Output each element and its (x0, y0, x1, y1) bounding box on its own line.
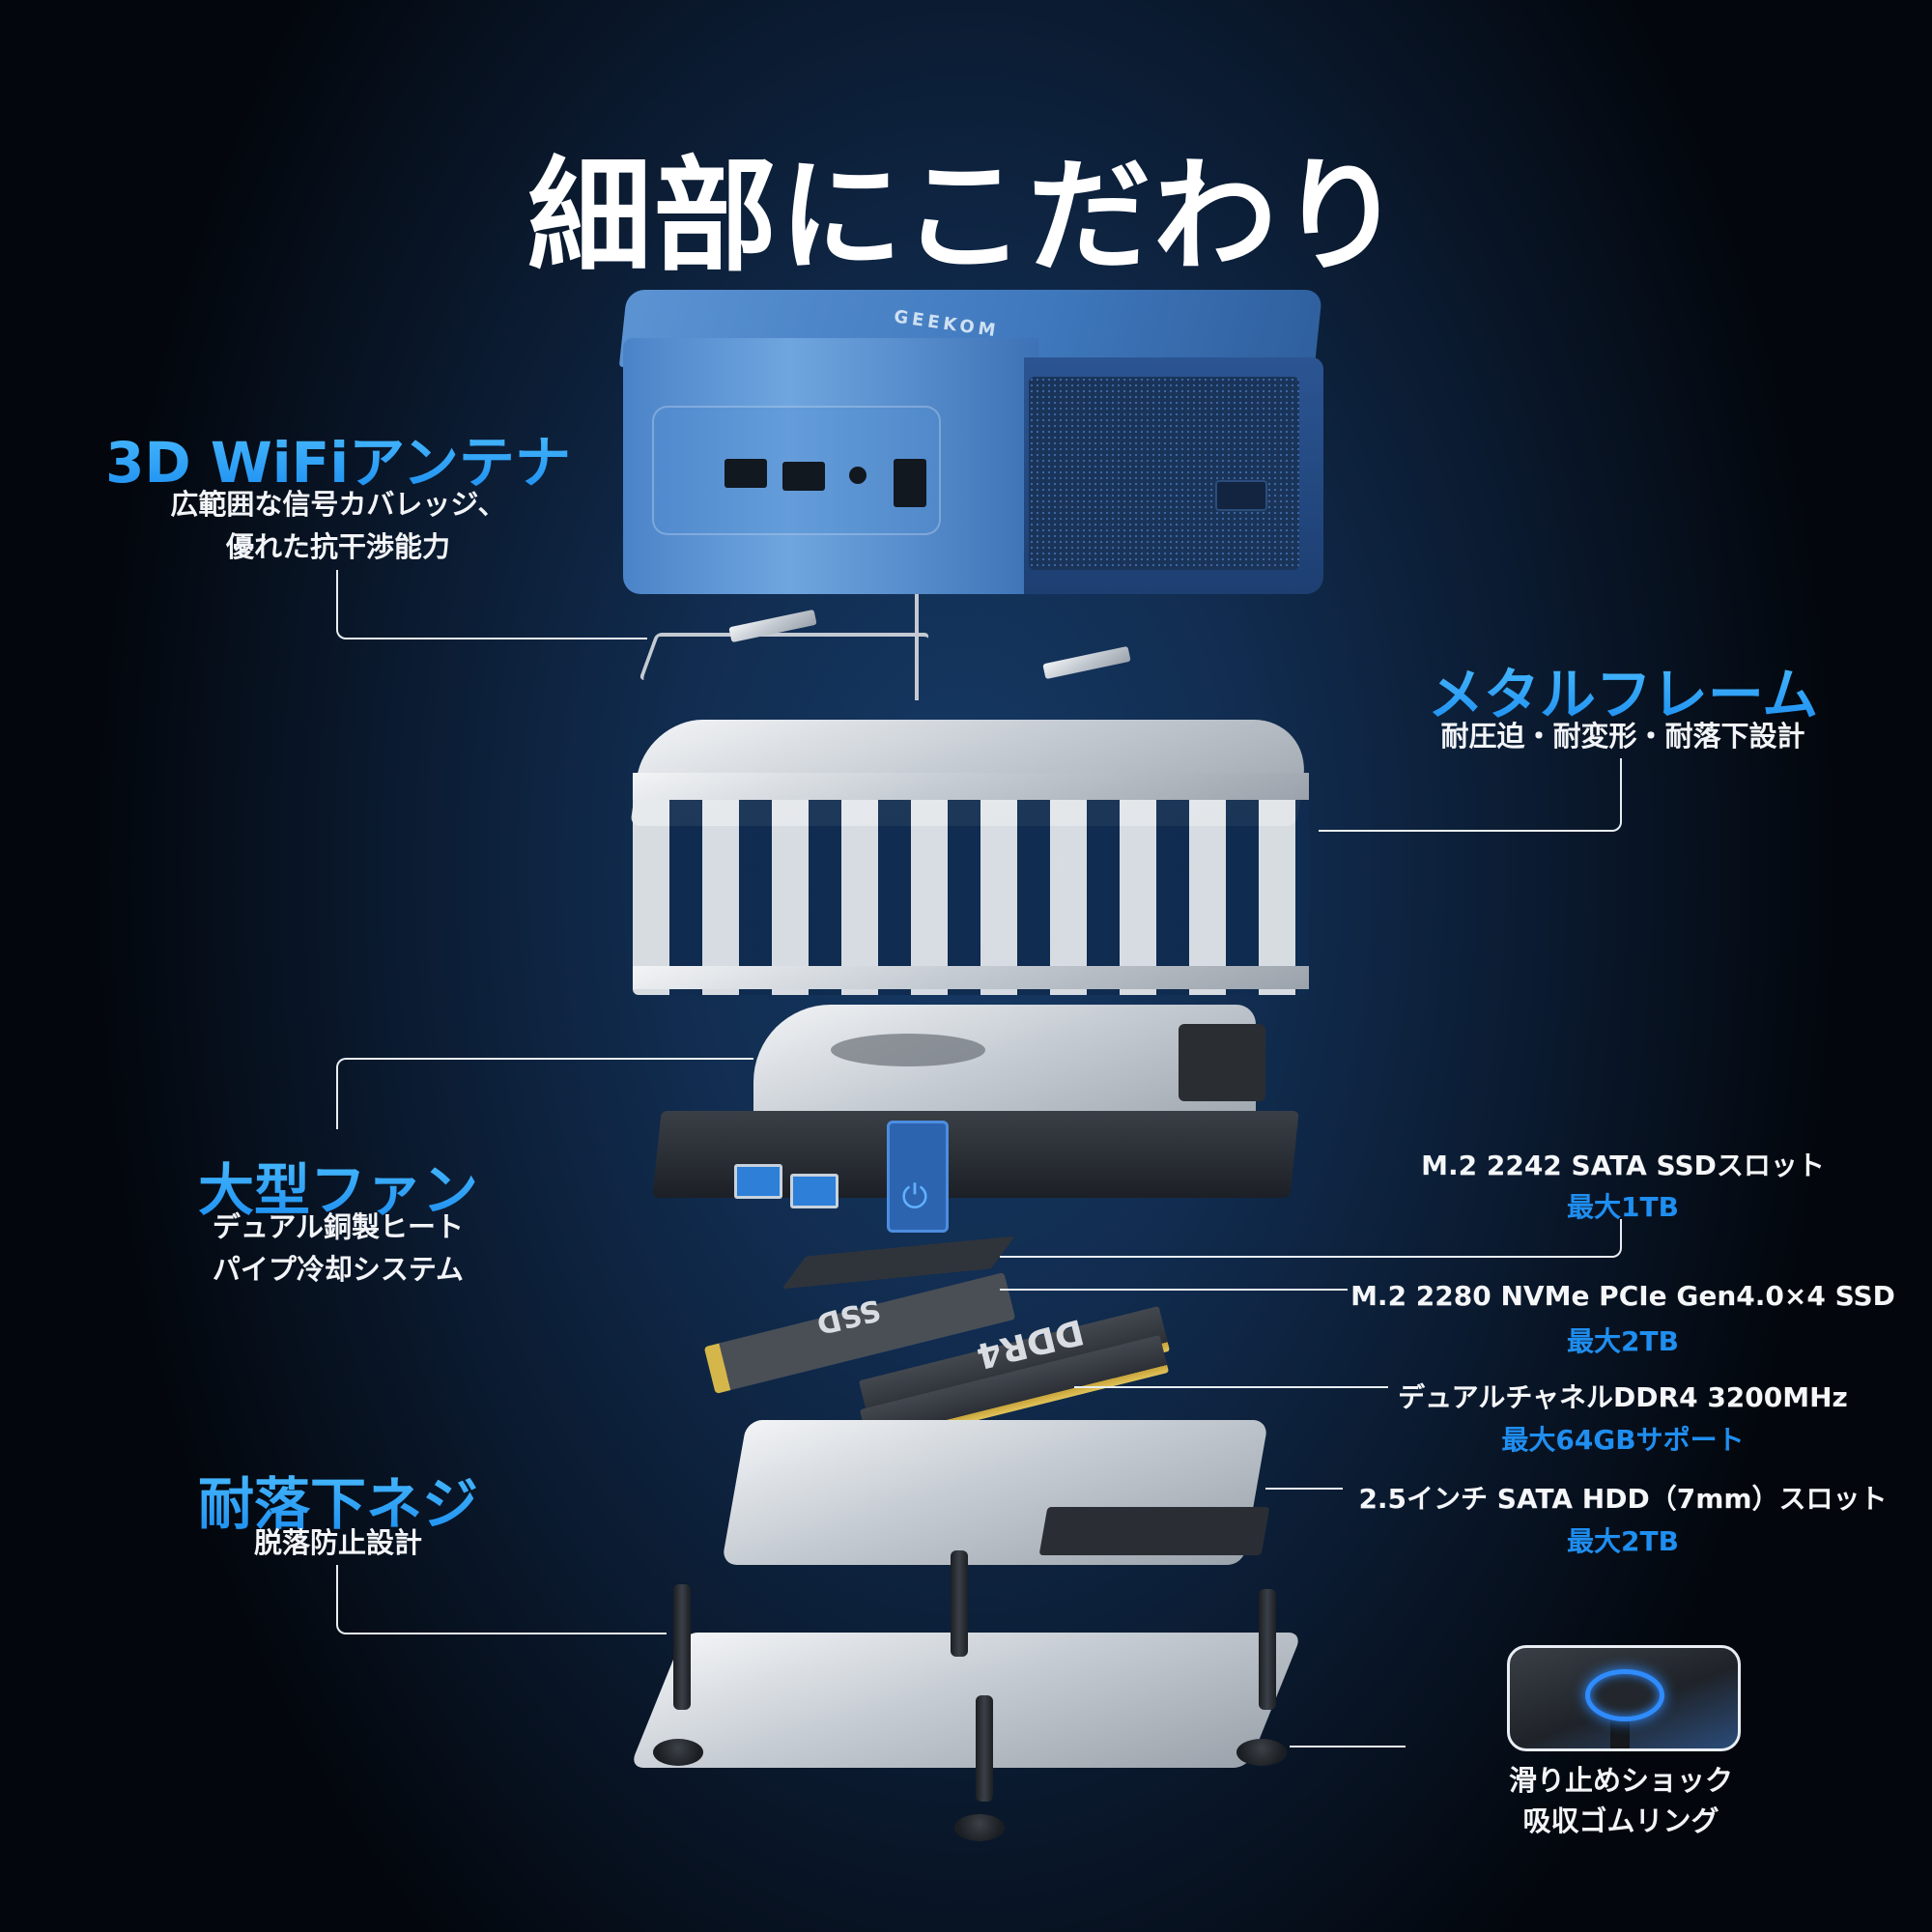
callout-line (336, 570, 647, 639)
callout-line (1290, 1746, 1406, 1747)
front-io-panel (652, 406, 941, 535)
spec-title-m2-2280: M.2 2280 NVMe PCIe Gen4.0×4 SSD (1350, 1280, 1895, 1312)
rubber-foot (1236, 1739, 1287, 1766)
callout-line (1000, 1289, 1348, 1291)
inset-caption-line: 滑り止めショック (1508, 1764, 1733, 1797)
pc-vent-mesh (1029, 377, 1299, 570)
drop-resistant-screw (673, 1584, 691, 1710)
power-button-tab (887, 1121, 949, 1233)
usb-c-port-icon (894, 459, 926, 507)
inset-caption-line: 吸収ゴムリング (1522, 1804, 1719, 1837)
feature-desc-large-fan: デュアル銅製ヒート パイプ冷却システム (116, 1206, 560, 1291)
rubber-ring-closeup-image (1507, 1645, 1741, 1751)
spec-capacity-m2-2280: 最大2TB (1567, 1325, 1679, 1357)
wifi-antenna-plate (1042, 645, 1131, 680)
usb-port-icon (724, 459, 767, 488)
kensington-lock-icon (1215, 480, 1267, 511)
callout-line (1000, 1219, 1622, 1258)
spec-title-hdd: 2.5インチ SATA HDD（7mm）スロット (1358, 1483, 1888, 1515)
rubber-foot (954, 1814, 1005, 1841)
callout-line (1265, 1488, 1343, 1490)
inset-caption: 滑り止めショック 吸収ゴムリング (1428, 1760, 1814, 1841)
metal-frame-rail (633, 966, 1309, 989)
feature-desc-line: 優れた抗干渉能力 (225, 530, 450, 563)
feature-title-wifi-antenna: 3D WiFiアンテナ (97, 417, 580, 498)
wifi-antenna-wire (639, 633, 930, 680)
usb-port-icon (734, 1164, 782, 1199)
feature-desc-line: 広範囲な信号カバレッジ、 (170, 488, 506, 521)
wifi-antenna-post (915, 594, 919, 700)
feature-desc-wifi-antenna: 広範囲な信号カバレッジ、 優れた抗干渉能力 (97, 483, 580, 568)
feature-desc-drop-screws: 脱落防止設計 (253, 1526, 422, 1559)
callout-line (1074, 1386, 1388, 1388)
feature-title-metal-frame: メタルフレーム (1381, 649, 1864, 730)
callout-line (336, 1565, 667, 1634)
metal-frame-cage (633, 773, 1309, 995)
heatsink-block (1179, 1024, 1265, 1101)
callout-line (1319, 758, 1622, 832)
spec-title-m2-2242: M.2 2242 SATA SSDスロット (1421, 1150, 1825, 1181)
rubber-foot (653, 1739, 703, 1766)
spec-capacity-ddr4: 最大64GBサポート (1501, 1424, 1745, 1456)
spec-title-ddr4: デュアルチャネルDDR4 3200MHz (1398, 1381, 1848, 1413)
feature-desc-line: デュアル銅製ヒート (212, 1210, 465, 1243)
feature-title-large-fan: 大型ファン (116, 1145, 560, 1226)
rubber-ring-icon (1585, 1669, 1664, 1721)
metal-frame-rail (633, 773, 1309, 800)
spec-capacity-m2-2242: 最大1TB (1567, 1191, 1679, 1223)
hdd-connector (1038, 1507, 1270, 1555)
page-title: 細部にこだわり (527, 145, 1405, 289)
feature-title-drop-screws: 耐落下ネジ (116, 1459, 560, 1540)
pc-case-front (623, 338, 1038, 594)
drop-resistant-screw (1259, 1589, 1276, 1710)
usb-port-icon (782, 462, 825, 491)
power-icon: ⏻ (901, 1178, 928, 1216)
spec-capacity-hdd: 最大2TB (1567, 1525, 1679, 1557)
fan-vent-icon (831, 1034, 985, 1066)
feature-desc-line: パイプ冷却システム (212, 1253, 465, 1286)
usb-port-icon (790, 1174, 838, 1208)
feature-desc-metal-frame: 耐圧迫・耐変形・耐落下設計 (1440, 720, 1805, 753)
callout-line (336, 1058, 753, 1129)
audio-jack-icon (849, 467, 867, 484)
drop-resistant-screw (976, 1695, 993, 1802)
drop-resistant-screw (951, 1550, 968, 1657)
